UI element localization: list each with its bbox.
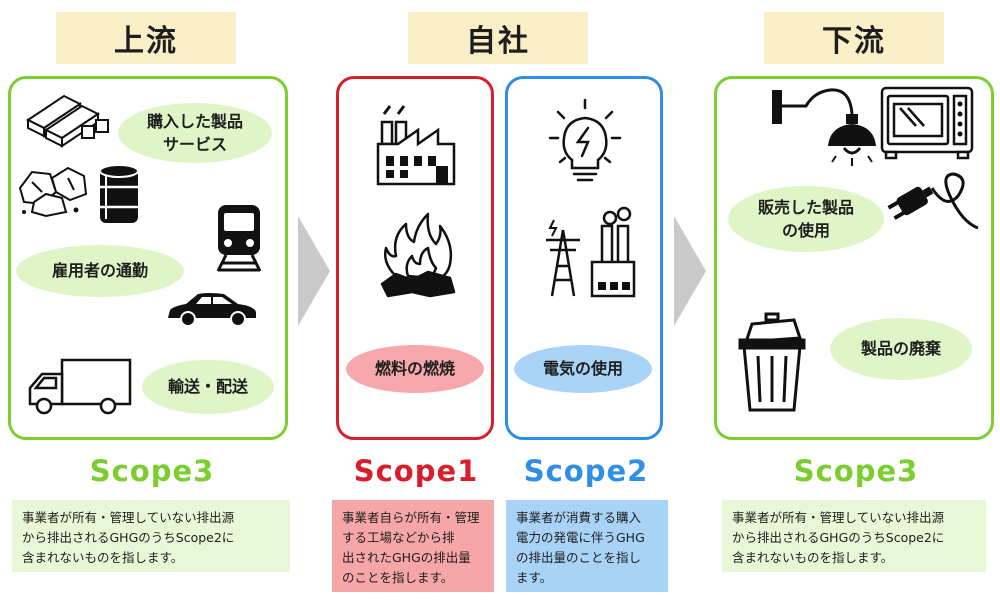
product-use-label: 販売した製品 の使用 <box>728 186 884 252</box>
scope2-description: 事業者が消費する購入 電力の発電に伴うGHG の排出量のことを指し ます。 <box>506 500 668 592</box>
header-downstream: 下流 <box>764 12 944 64</box>
stones-icon <box>18 166 88 218</box>
scope1-description: 事業者自らが所有・管理 する工場などから排 出されたGHGの排出量 のことを指し… <box>332 500 494 592</box>
chevron-right-icon <box>298 216 330 326</box>
fuel-combustion-label: 燃料の燃焼 <box>346 345 484 393</box>
commuting-label: 雇用者の通勤 <box>16 245 184 297</box>
car-icon <box>168 293 256 327</box>
lumber-icon <box>26 94 109 148</box>
fire-icon <box>380 212 456 298</box>
barrel-icon <box>99 164 139 223</box>
factory-icon <box>376 105 456 186</box>
power-plant-icon <box>546 206 636 298</box>
product-disposal-label: 製品の廃棄 <box>830 318 972 380</box>
scope3-left-label: Scope3 <box>89 454 215 488</box>
chevron-right-icon <box>674 216 706 326</box>
scope3-left-description: 事業者が所有・管理していない排出源 から排出されるGHGのうちScope2に 含… <box>12 500 290 572</box>
scope3-right-description: 事業者が所有・管理していない排出源 から排出されるGHGのうちScope2に 含… <box>722 500 986 572</box>
scope1-label: Scope1 <box>353 454 479 488</box>
electricity-use-label: 電気の使用 <box>514 345 652 393</box>
microwave-icon <box>880 86 974 160</box>
scope2-label: Scope2 <box>523 454 649 488</box>
lightbulb-icon <box>548 98 622 182</box>
plug-icon <box>887 172 979 230</box>
transport-label: 輸送・配送 <box>142 360 274 414</box>
scope3-right-label: Scope3 <box>793 454 919 488</box>
header-upstream: 上流 <box>56 12 236 64</box>
train-icon <box>216 205 262 272</box>
trash-can-icon <box>738 312 806 412</box>
lamp-icon <box>772 88 876 166</box>
purchased-goods-label: 購入した製品 サービス <box>118 103 272 163</box>
truck-icon <box>28 358 132 415</box>
header-company: 自社 <box>408 12 588 64</box>
